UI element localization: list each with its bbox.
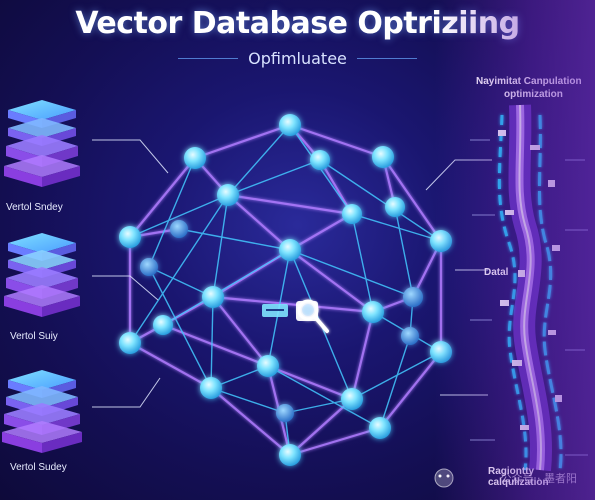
stack-label-3: Vertol Sudey <box>10 462 67 473</box>
node <box>385 197 405 217</box>
node <box>362 301 384 323</box>
vector-stack-1 <box>4 100 80 187</box>
node <box>184 147 206 169</box>
network-nodes <box>119 114 452 466</box>
node <box>341 388 363 410</box>
node <box>257 355 279 377</box>
node <box>140 258 158 276</box>
node <box>279 444 301 466</box>
node <box>369 417 391 439</box>
node <box>279 239 301 261</box>
network-edges <box>128 123 443 457</box>
magnifier-icon <box>297 299 329 333</box>
node <box>430 230 452 252</box>
pipeline-heading-line1: Nayimitat Canpulation <box>476 76 582 87</box>
optimization-pipeline <box>470 104 588 472</box>
pipeline-bottom-label: Ragiontty calqulization <box>488 466 549 488</box>
subtitle-left-rule <box>178 57 239 59</box>
node <box>119 332 141 354</box>
stack-label-2: Vertol Suiy <box>10 331 58 342</box>
node <box>119 226 141 248</box>
watermark-text: 公众号 · 墨者阳 <box>500 472 578 485</box>
left-connectors <box>92 139 169 408</box>
node <box>279 114 301 136</box>
subtitle-row: Opfimluatee <box>0 46 595 70</box>
stack-label-1: Vertol Sndey <box>6 202 63 213</box>
pipeline-data-label: Datal <box>484 267 509 278</box>
node <box>202 286 224 308</box>
node <box>342 204 362 224</box>
node <box>430 341 452 363</box>
node <box>170 220 188 238</box>
node <box>217 184 239 206</box>
node <box>276 404 294 422</box>
right-connectors <box>425 159 492 396</box>
page-subtitle: Opfimluatee <box>248 48 347 68</box>
node <box>403 287 423 307</box>
subtitle-right-rule <box>356 57 417 59</box>
node <box>200 377 222 399</box>
node <box>153 315 173 335</box>
node <box>401 327 419 345</box>
page-title: Vector Database Optriziing <box>75 6 520 41</box>
node <box>310 150 330 170</box>
vector-stack-3 <box>2 370 82 453</box>
pipeline-heading-line2: optimization <box>504 89 563 100</box>
node <box>372 146 394 168</box>
watermark-logo-icon <box>434 468 454 488</box>
vector-stack-2 <box>4 233 80 317</box>
